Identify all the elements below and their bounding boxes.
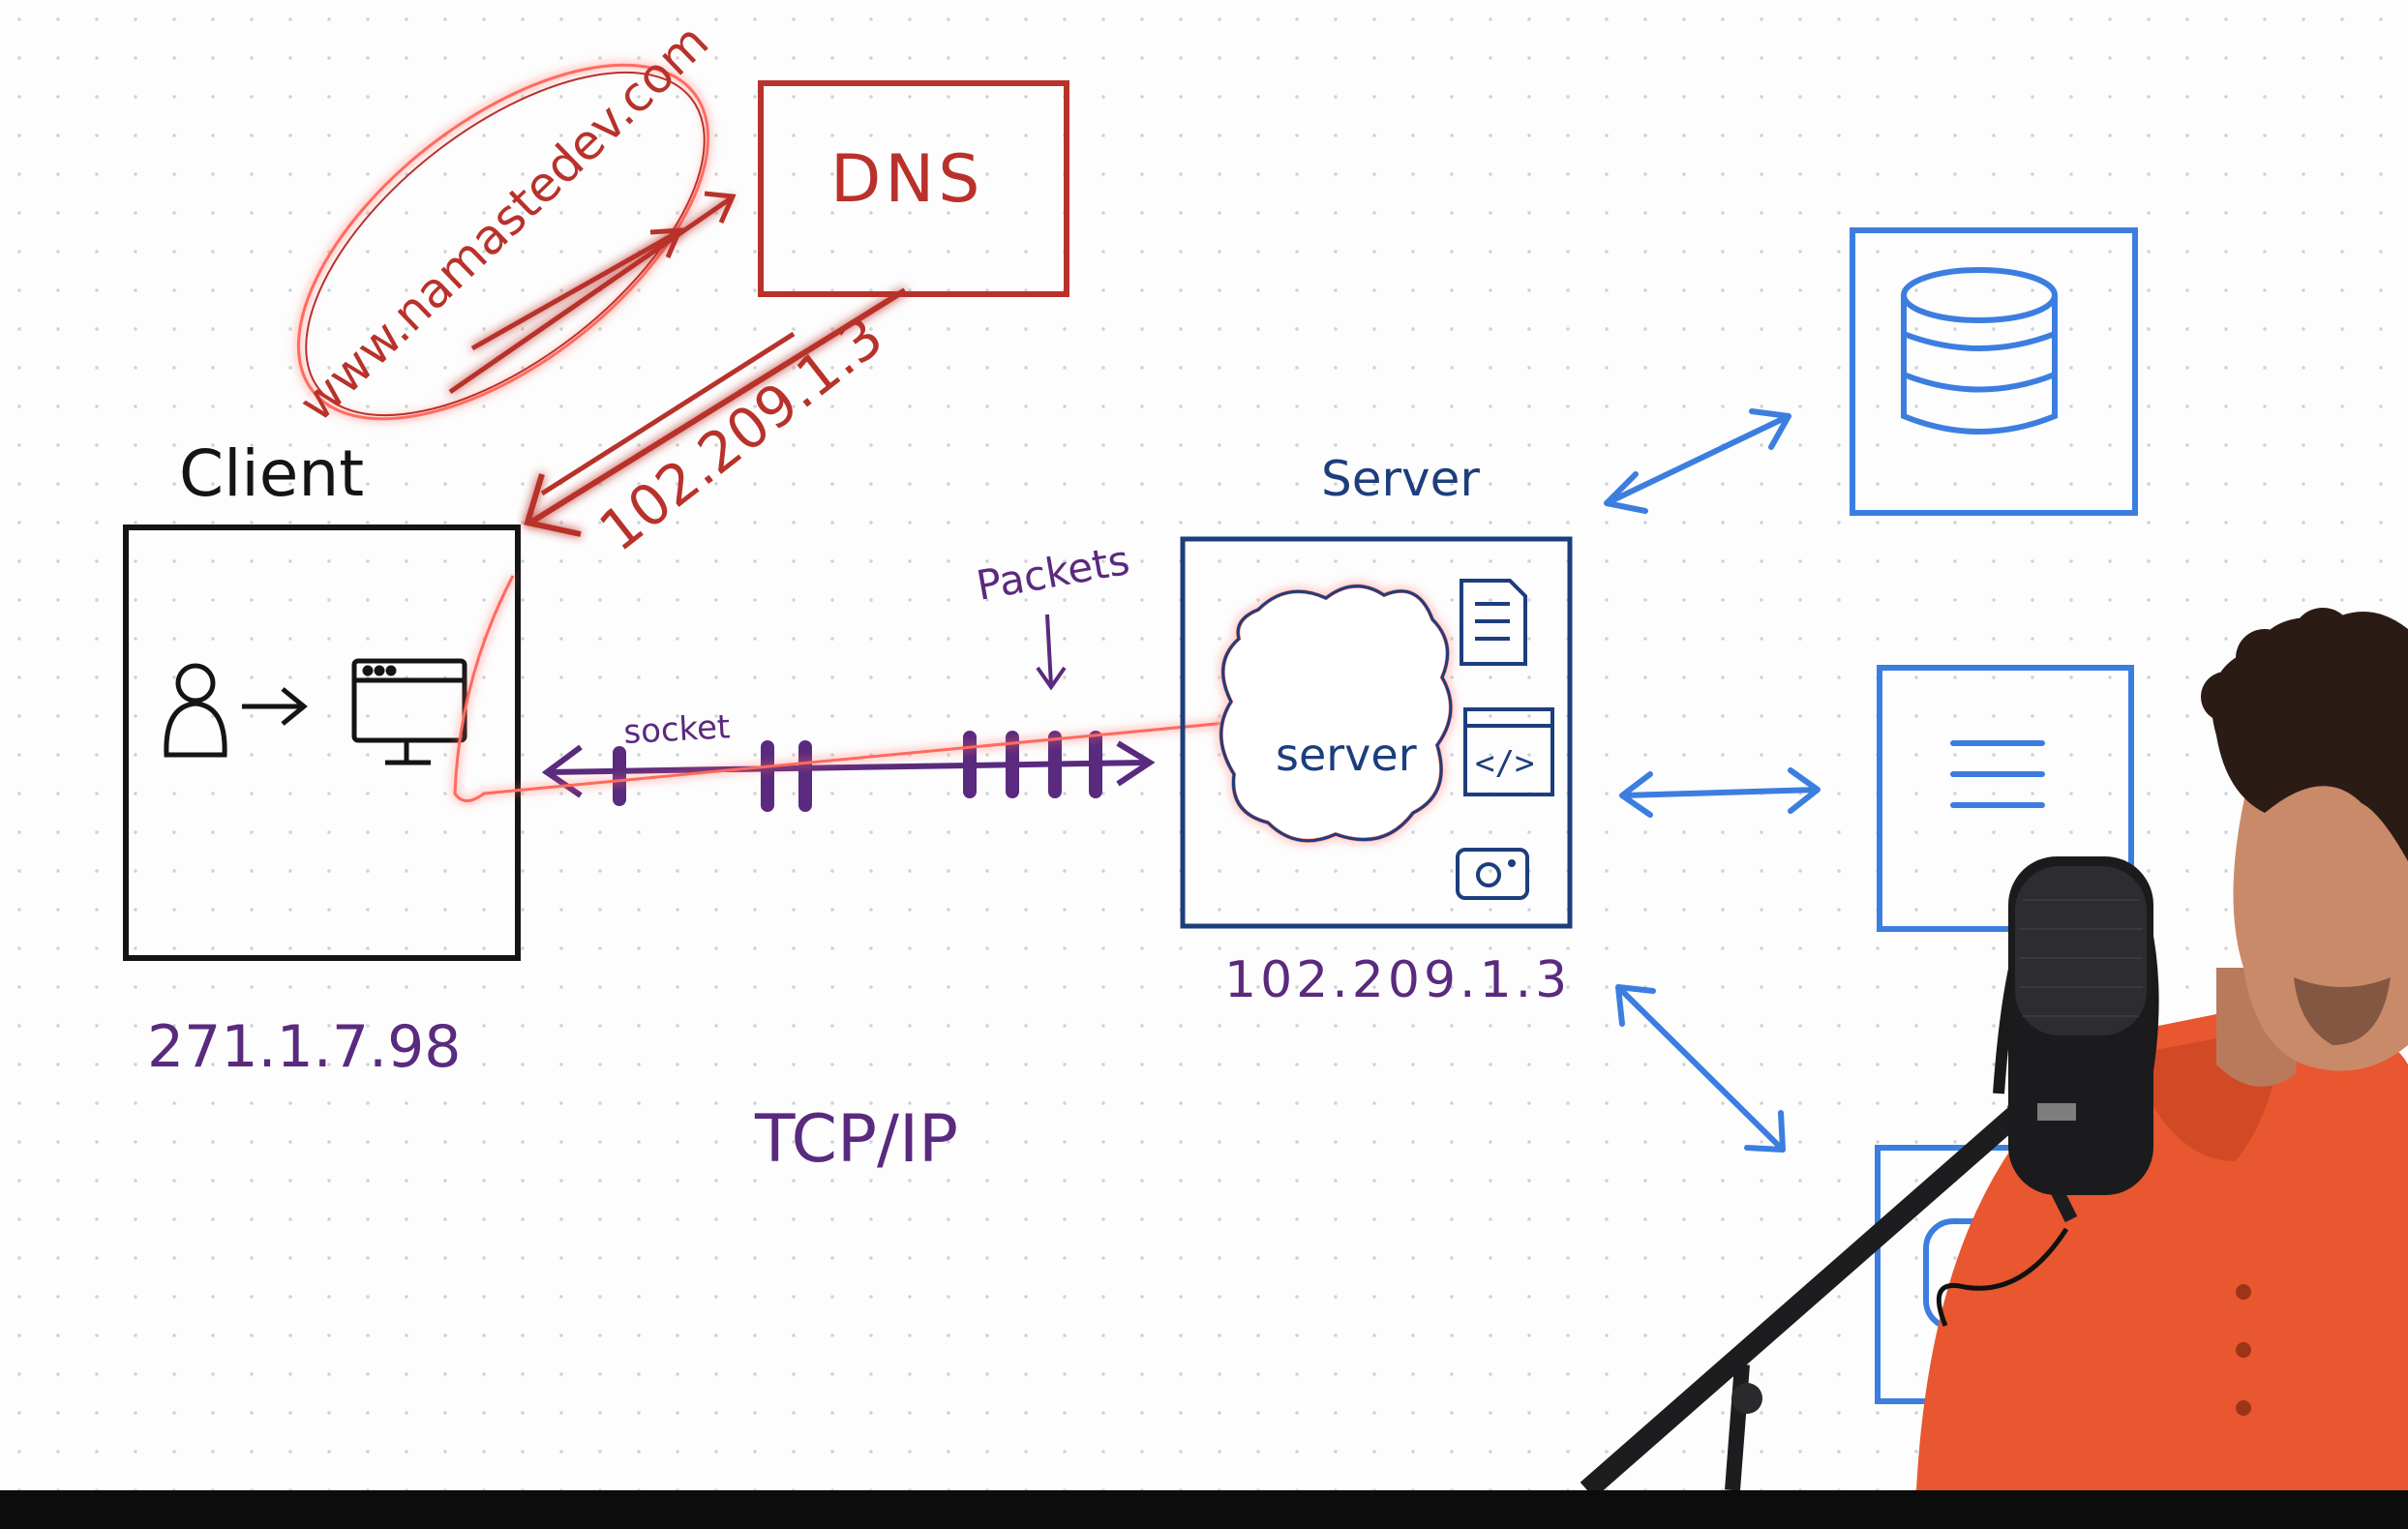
connection-line (546, 760, 1148, 775)
code-window-icon: </> (1463, 707, 1554, 796)
dns-label: DNS (830, 141, 983, 218)
packets-pointer (1036, 614, 1067, 691)
document-icon (1460, 579, 1527, 666)
protocol-label: TCP/IP (754, 1101, 958, 1178)
text-file-box (1877, 665, 2134, 932)
server-heading: Server (1321, 451, 1480, 507)
database-arrow (1604, 408, 1791, 514)
arrow-right-icon (242, 687, 308, 726)
server-group: Server server </> 102.209.1.3 (1180, 451, 1573, 1009)
packet-marks (613, 731, 1102, 812)
mic-grille (2015, 866, 2147, 1035)
client-group: Client 271.1.7.98 (123, 436, 521, 1081)
connection-group: socket Packets TCP/IP (453, 536, 1248, 1178)
response-arrow (528, 287, 907, 525)
arrowhead-right (1116, 740, 1156, 787)
code-icon-text: </> (1475, 744, 1534, 783)
text-file-icon (1950, 740, 2045, 808)
client-label: Client (179, 436, 364, 511)
camera-icon (1456, 848, 1529, 900)
presenter-video (1580, 608, 2408, 1499)
arrowhead-left (541, 744, 583, 798)
socket-label: socket (622, 707, 731, 752)
server-cloud (1219, 584, 1453, 843)
socket-highlight (453, 575, 1248, 802)
text-file-arrow (1619, 767, 1821, 818)
domain-highlight-loop (296, 63, 710, 421)
request-arrow-outer (448, 195, 733, 395)
image-arrow (1615, 984, 1786, 1153)
video-bottom-bar (0, 1490, 2408, 1529)
client-ip: 271.1.7.98 (147, 1013, 461, 1081)
person-icon (164, 663, 227, 758)
server-cloud-label: server (1276, 729, 1417, 781)
dns-box (758, 80, 1069, 297)
database-icon (1901, 267, 2058, 435)
client-box (123, 525, 521, 961)
server-ip: 102.209.1.3 (1224, 951, 1571, 1009)
monitor-icon (351, 658, 467, 765)
mic-boom-arm (1580, 1104, 2026, 1499)
server-box (1180, 536, 1573, 929)
request-arrow-inner (470, 229, 679, 351)
database-box (1850, 227, 2138, 516)
mic-cable (1936, 1227, 2069, 1327)
packets-label: Packets (973, 536, 1132, 610)
